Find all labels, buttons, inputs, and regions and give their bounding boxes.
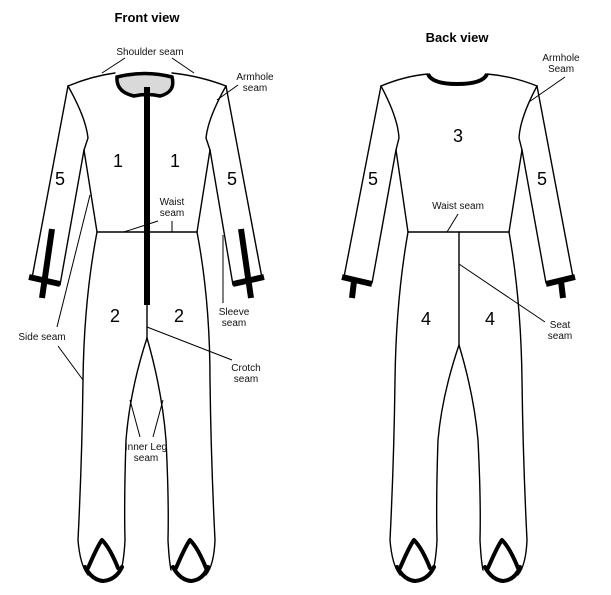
seat-seam-label: seam	[548, 331, 572, 342]
seat-seam-label: Seat	[550, 320, 571, 331]
right-cuff-tab-back	[545, 274, 576, 299]
crotch-seam-label: Crotch	[231, 363, 260, 374]
panel-number: 5	[55, 169, 65, 189]
front-view-title: Front view	[114, 10, 180, 25]
panel-number: 4	[421, 309, 431, 329]
inner-leg-seam-label: Inner Leg	[125, 442, 167, 453]
crotch-seam-label: seam	[234, 374, 258, 385]
back-view: Back view	[341, 30, 580, 583]
panel-number: 5	[368, 169, 378, 189]
panel-number: 2	[174, 306, 184, 326]
panel-number: 2	[110, 306, 120, 326]
waist-seam-label: Waist	[160, 197, 185, 208]
waist-seam-label: seam	[160, 208, 184, 219]
armhole-seam-label: seam	[243, 83, 267, 94]
armhole-seam-label: Armhole	[236, 72, 274, 83]
right-cuff-tab	[232, 228, 265, 299]
left-cuff-tab	[28, 228, 61, 299]
right-foot-stirrup-back	[483, 538, 522, 583]
armhole-seam-label: Seam	[548, 64, 574, 75]
front-collar	[115, 71, 175, 98]
sleeve-seam-label: seam	[222, 318, 246, 329]
left-foot-stirrup	[83, 538, 124, 583]
right-foot-stirrup	[171, 538, 210, 583]
back-view-title: Back view	[426, 30, 490, 45]
panel-number: 1	[170, 151, 180, 171]
panel-number: 1	[113, 151, 123, 171]
panel-number: 5	[227, 169, 237, 189]
panel-number: 5	[537, 169, 547, 189]
left-cuff-tab-back	[341, 274, 373, 299]
waist-seam-label: Waist seam	[432, 201, 484, 212]
panel-number: 3	[453, 126, 463, 146]
sleeve-seam-label: Sleeve	[219, 307, 250, 318]
shoulder-seam-label: Shoulder seam	[116, 47, 183, 58]
inner-leg-seam-label: seam	[134, 453, 158, 464]
left-foot-stirrup-back	[395, 538, 436, 583]
front-view: Front view	[18, 10, 274, 583]
panel-number: 4	[485, 309, 495, 329]
armhole-seam-label: Armhole	[542, 53, 580, 64]
side-seam-label: Side seam	[18, 332, 65, 343]
back-suit-outline	[343, 73, 574, 576]
back-collar	[426, 73, 489, 87]
